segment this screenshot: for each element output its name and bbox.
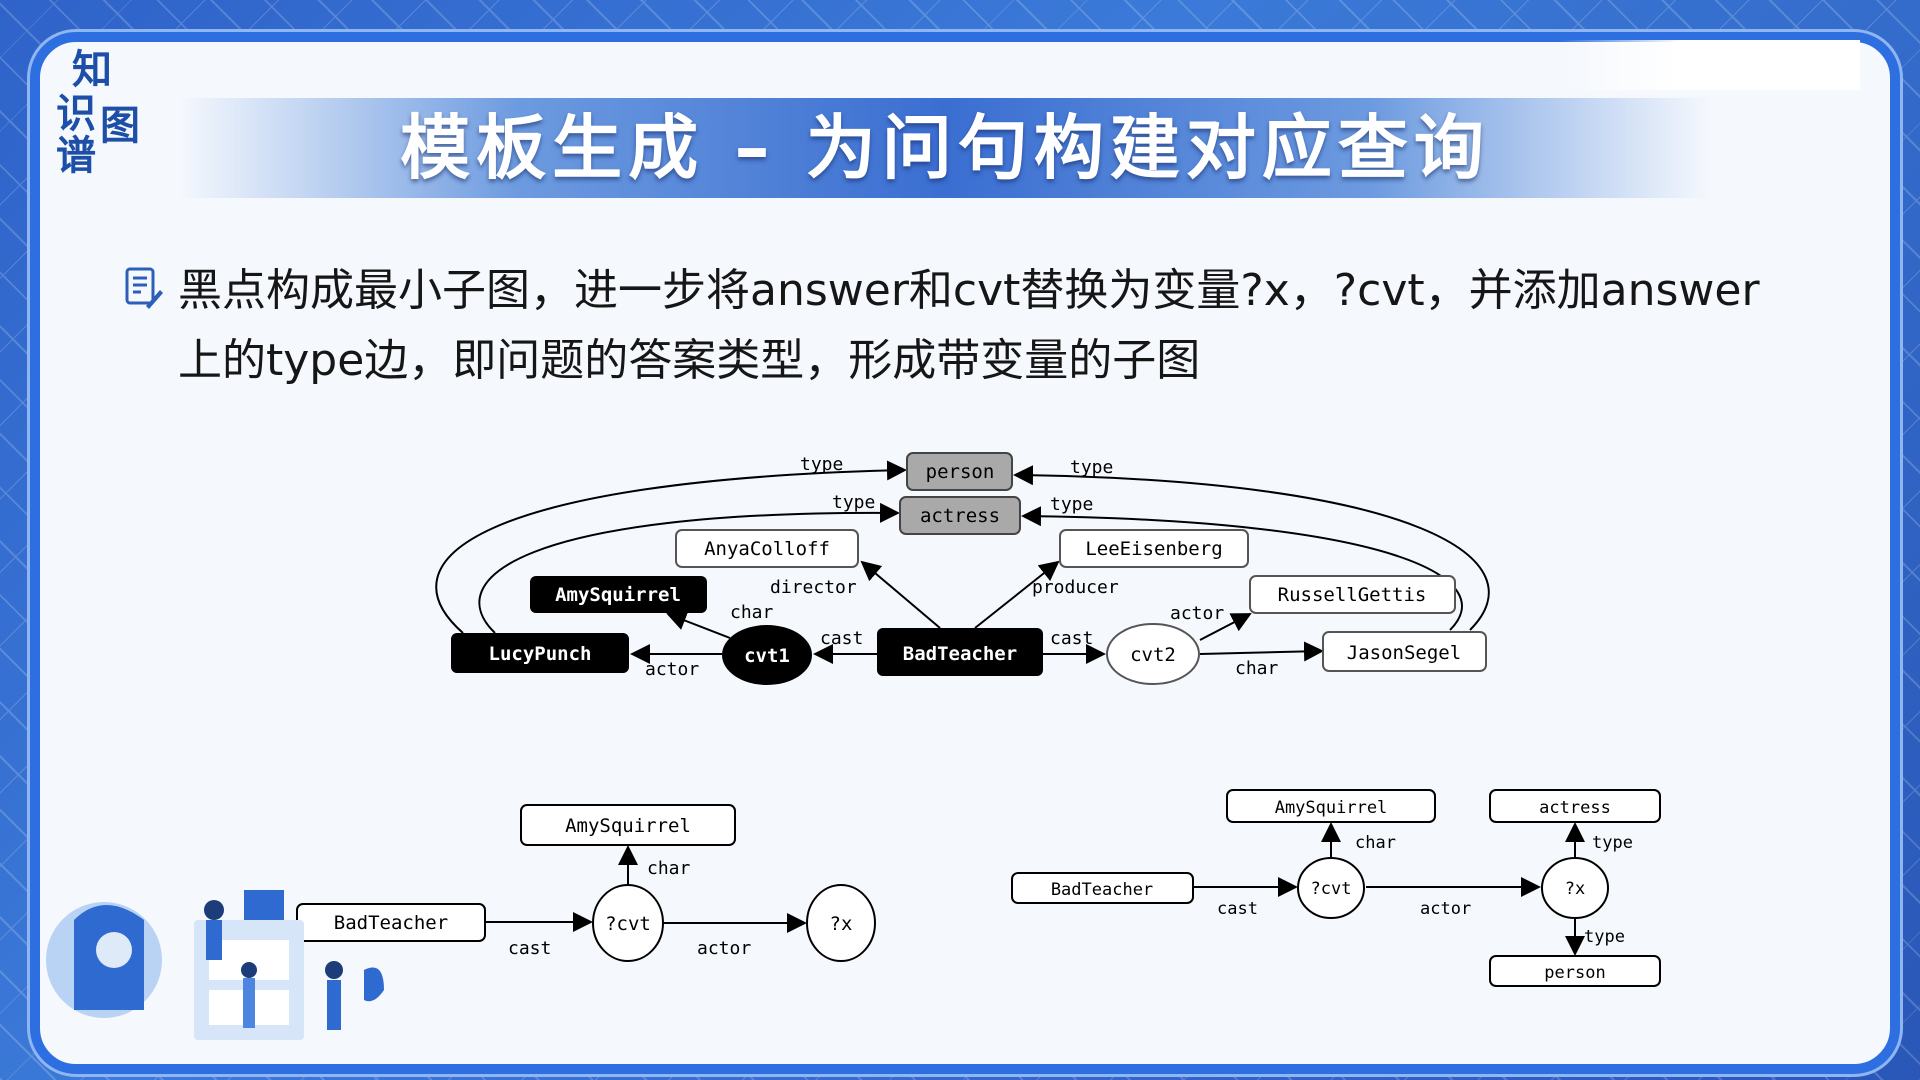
label-l-char: char	[647, 858, 691, 879]
node-r-bad	[1011, 872, 1194, 904]
node-r-cvt	[1297, 857, 1365, 919]
node-cvt2	[1106, 623, 1200, 685]
knowledge-graph-logo: 知 识 图 谱	[52, 50, 152, 180]
label-char-left: char	[730, 602, 774, 623]
label-type-actress-left: type	[832, 492, 875, 513]
node-lucy-label: LucyPunch	[489, 643, 592, 665]
node-actress-label: actress	[920, 505, 1000, 527]
label-type-person-left: type	[800, 454, 843, 475]
edge-cvt1-char	[666, 611, 731, 639]
node-russell	[1249, 575, 1456, 614]
logo-char-3: 图	[100, 103, 140, 149]
people-tech-illustration	[46, 890, 384, 1040]
node-actress	[899, 496, 1021, 535]
node-lucy	[451, 633, 629, 673]
edge-cvt2-actor	[1199, 613, 1252, 641]
label-type-person-right: type	[1070, 457, 1113, 478]
label-cast-right: cast	[1050, 628, 1093, 649]
label-r-actor: actor	[1420, 899, 1471, 919]
label-actor-right: actor	[1170, 603, 1224, 624]
slide-title: 模板生成 – 为问句构建对应查询	[400, 107, 1490, 189]
bullet-text: 黑点构成最小子图，进一步将answer和cvt替换为变量?x，?cvt，并添加a…	[178, 265, 1760, 386]
label-r-char: char	[1355, 833, 1396, 853]
edge-lucy-type-actress	[478, 502, 900, 634]
edge-jason-type-actress	[1021, 506, 1463, 631]
node-r-person-label: person	[1544, 963, 1605, 983]
label-director: director	[770, 577, 857, 598]
edge-bad-director	[860, 560, 941, 629]
node-r-amy	[1226, 789, 1436, 823]
node-r-amy-label: AmySquirrel	[1275, 798, 1388, 818]
node-amy-label: AmySquirrel	[555, 584, 681, 606]
node-r-actress-label: actress	[1539, 798, 1611, 818]
node-l-bad-label: BadTeacher	[334, 912, 448, 934]
edge-bad-producer	[974, 560, 1060, 629]
label-actor-left: actor	[645, 659, 699, 680]
label-char-right: char	[1235, 658, 1279, 679]
logo-char-1: 知	[72, 47, 112, 93]
label-r-type-bottom: type	[1584, 927, 1625, 947]
node-l-cvt	[592, 884, 664, 962]
node-cvt1	[722, 625, 812, 685]
label-r-type-top: type	[1592, 833, 1633, 853]
node-cvt1-label: cvt1	[744, 645, 790, 667]
node-r-actress	[1489, 789, 1661, 823]
node-amy	[530, 576, 707, 613]
node-l-amy-label: AmySquirrel	[565, 815, 691, 837]
node-badteacher-label: BadTeacher	[903, 643, 1017, 665]
node-l-cvt-label: ?cvt	[605, 913, 651, 935]
node-person-label: person	[926, 461, 995, 483]
label-l-actor: actor	[697, 938, 751, 959]
node-anya	[675, 529, 859, 568]
title-banner	[180, 98, 1710, 198]
edge-jason-type-person	[1013, 465, 1490, 631]
edge-lucy-type-person	[435, 460, 907, 634]
node-cvt2-label: cvt2	[1130, 644, 1176, 666]
node-person	[906, 452, 1013, 491]
logo-char-2: 识	[56, 91, 96, 137]
node-r-x	[1541, 857, 1609, 919]
node-jason-label: JasonSegel	[1347, 642, 1461, 664]
node-lee-label: LeeEisenberg	[1085, 538, 1222, 560]
top-glow	[1560, 40, 1860, 90]
node-r-cvt-label: ?cvt	[1311, 879, 1352, 899]
node-l-amy	[520, 804, 736, 846]
node-r-person	[1489, 955, 1661, 987]
node-jason	[1322, 631, 1487, 672]
label-producer: producer	[1032, 577, 1119, 598]
note-icon	[125, 267, 163, 309]
logo-char-4: 谱	[56, 133, 96, 179]
node-russell-label: RussellGettis	[1278, 584, 1427, 606]
node-l-x-label: ?x	[830, 913, 853, 935]
node-lee	[1059, 529, 1249, 568]
label-l-cast: cast	[508, 938, 551, 959]
node-anya-label: AnyaColloff	[704, 538, 830, 560]
edge-cvt2-char	[1199, 641, 1324, 662]
node-l-x	[806, 884, 876, 962]
label-type-actress-right: type	[1050, 494, 1093, 515]
label-cast-left: cast	[820, 628, 863, 649]
node-badteacher	[877, 628, 1043, 676]
node-r-bad-label: BadTeacher	[1051, 880, 1153, 900]
node-r-x-label: ?x	[1565, 879, 1585, 899]
label-r-cast: cast	[1217, 899, 1258, 919]
